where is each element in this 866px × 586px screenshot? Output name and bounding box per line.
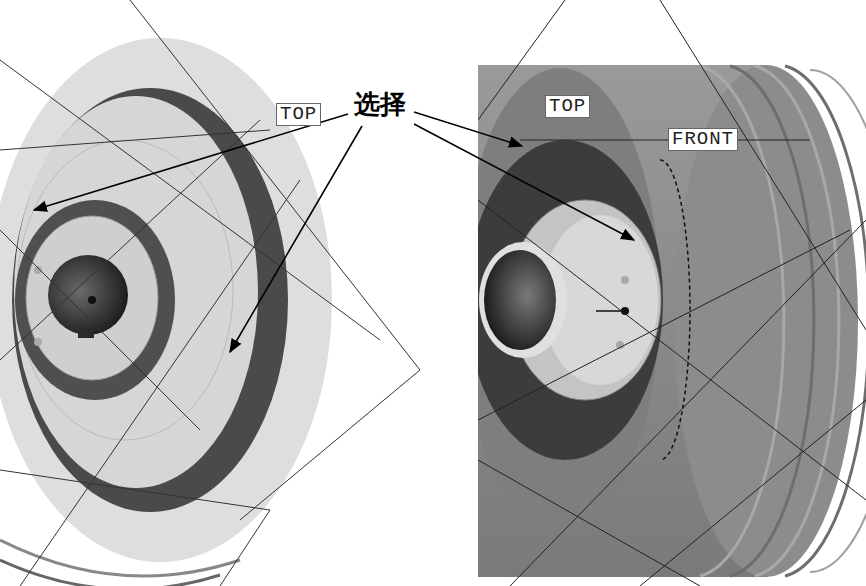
bore-edge bbox=[479, 242, 567, 358]
datum-tag: TOP bbox=[545, 95, 590, 118]
datum-tag: TOP bbox=[276, 103, 321, 126]
bore bbox=[48, 255, 128, 335]
keyway bbox=[78, 328, 94, 338]
left-view bbox=[0, 0, 420, 586]
pulley-rim bbox=[0, 38, 332, 562]
web-edge bbox=[17, 140, 233, 440]
datum-planes bbox=[478, 0, 866, 586]
groove bbox=[478, 140, 663, 460]
hidden-edge bbox=[660, 160, 690, 460]
datum-point bbox=[34, 266, 42, 274]
rim-edge bbox=[0, 560, 220, 586]
datum-tag: FRONT bbox=[668, 128, 738, 151]
datum-point bbox=[621, 276, 629, 284]
bore bbox=[484, 250, 556, 350]
hub-recess bbox=[15, 200, 175, 400]
datum-point bbox=[88, 296, 96, 304]
datum-planes bbox=[0, 0, 420, 586]
hub-face bbox=[26, 216, 158, 380]
web-face bbox=[14, 96, 258, 488]
rim-edge bbox=[0, 540, 240, 576]
axis-mark bbox=[596, 310, 622, 312]
leader-arrows bbox=[34, 112, 634, 352]
datum-point bbox=[34, 338, 42, 346]
right-view bbox=[478, 0, 866, 586]
callout-text: 选择 bbox=[352, 90, 408, 119]
side-face bbox=[478, 68, 660, 532]
groove bbox=[12, 88, 288, 512]
